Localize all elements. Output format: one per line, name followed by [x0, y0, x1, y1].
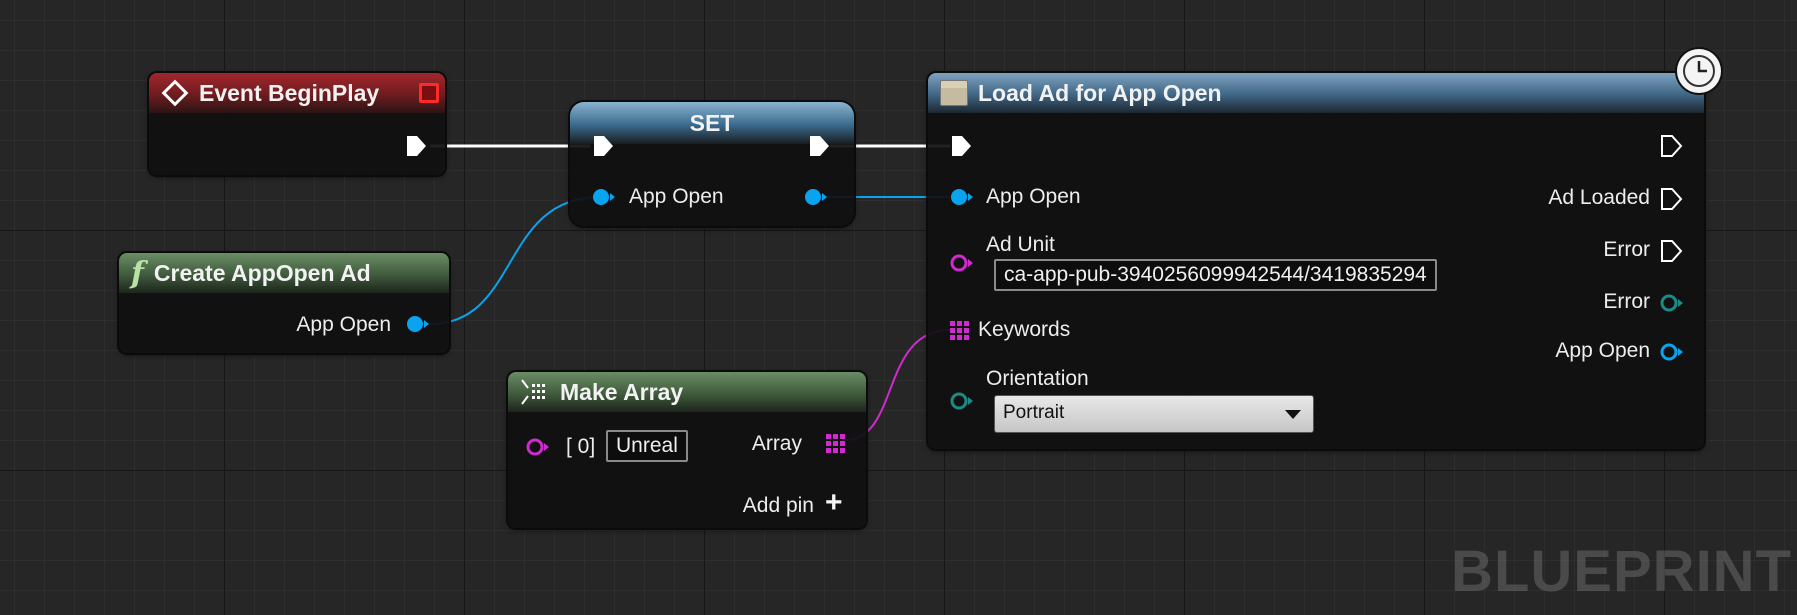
ad-unit-label: Ad Unit — [986, 233, 1055, 256]
blueprint-watermark: BLUEPRINT — [1451, 539, 1792, 604]
app-open-out-pin[interactable] — [404, 313, 430, 335]
in-app-open-label: App Open — [986, 185, 1081, 208]
add-pin-label[interactable]: Add pin — [742, 494, 814, 517]
orientation-label: Orientation — [986, 367, 1089, 390]
macro-box-icon — [940, 80, 968, 106]
out-error-delegate-label: Error — [1603, 290, 1650, 313]
plus-icon[interactable]: + — [825, 486, 843, 519]
clock-icon — [1677, 49, 1721, 93]
create-appopen-ad-node[interactable]: f Create AppOpen Ad App Open — [119, 253, 449, 353]
node-title: Load Ad for App Open — [978, 79, 1222, 106]
array-out-pin[interactable] — [824, 433, 850, 455]
app-open-out-pin[interactable] — [802, 186, 828, 208]
node-title: SET — [689, 109, 735, 136]
orientation-in-pin[interactable] — [948, 390, 974, 412]
app-open-in-pin[interactable] — [590, 186, 616, 208]
node-header: SET — [570, 102, 854, 144]
error-exec-out-pin[interactable] — [1658, 238, 1684, 264]
element-index-label: [ 0] — [566, 435, 596, 458]
keywords-array-in-pin[interactable] — [948, 320, 974, 342]
node-header: Make Array — [508, 372, 866, 412]
node-header: f Create AppOpen Ad — [119, 253, 449, 293]
node-title: Make Array — [560, 378, 684, 405]
out-ad-loaded-label: Ad Loaded — [1548, 186, 1650, 209]
make-array-node[interactable]: Make Array [ 0] Unreal Array Add pin + — [508, 372, 866, 528]
exec-out-pin[interactable] — [1658, 133, 1684, 159]
node-header: Event BeginPlay — [149, 73, 445, 113]
load-ad-for-app-open-node[interactable]: Load Ad for App Open App Open Ad Unit ca… — [928, 73, 1704, 449]
out-pin-label: Array — [751, 432, 802, 455]
out-error-exec-label: Error — [1603, 238, 1650, 261]
app-open-in-pin[interactable] — [948, 186, 974, 208]
orientation-value: Portrait — [1003, 402, 1065, 423]
node-title: Event BeginPlay — [199, 79, 380, 106]
out-pin-label: App Open — [296, 313, 391, 336]
out-app-open-label: App Open — [1555, 339, 1650, 362]
exec-out-pin[interactable] — [806, 133, 832, 159]
exec-in-pin[interactable] — [590, 133, 616, 159]
in-pin-label: App Open — [629, 185, 724, 208]
set-node[interactable]: SET App Open — [570, 102, 854, 226]
string-element-in-pin[interactable] — [524, 436, 550, 458]
array-icon — [521, 379, 545, 405]
orientation-dropdown[interactable]: Portrait — [994, 395, 1314, 433]
exec-in-pin[interactable] — [948, 133, 974, 159]
ad-unit-in-pin[interactable] — [948, 252, 974, 274]
function-icon: f — [131, 255, 144, 291]
app-open-out-pin[interactable] — [1658, 341, 1684, 363]
event-diamond-icon — [161, 79, 189, 107]
node-title: Create AppOpen Ad — [153, 259, 371, 286]
node-header: Load Ad for App Open — [928, 73, 1704, 113]
keywords-label: Keywords — [978, 318, 1071, 341]
event-beginplay-node[interactable]: Event BeginPlay — [149, 73, 445, 175]
chevron-down-icon — [1285, 410, 1301, 419]
element-value-input[interactable]: Unreal — [606, 430, 688, 462]
ad-loaded-exec-out-pin[interactable] — [1658, 186, 1684, 212]
error-out-pin[interactable] — [1658, 292, 1684, 314]
exec-out-pin[interactable] — [403, 133, 429, 159]
delegate-square-icon[interactable] — [419, 83, 439, 103]
ad-unit-input[interactable]: ca-app-pub-3940256099942544/3419835294 — [994, 259, 1437, 291]
